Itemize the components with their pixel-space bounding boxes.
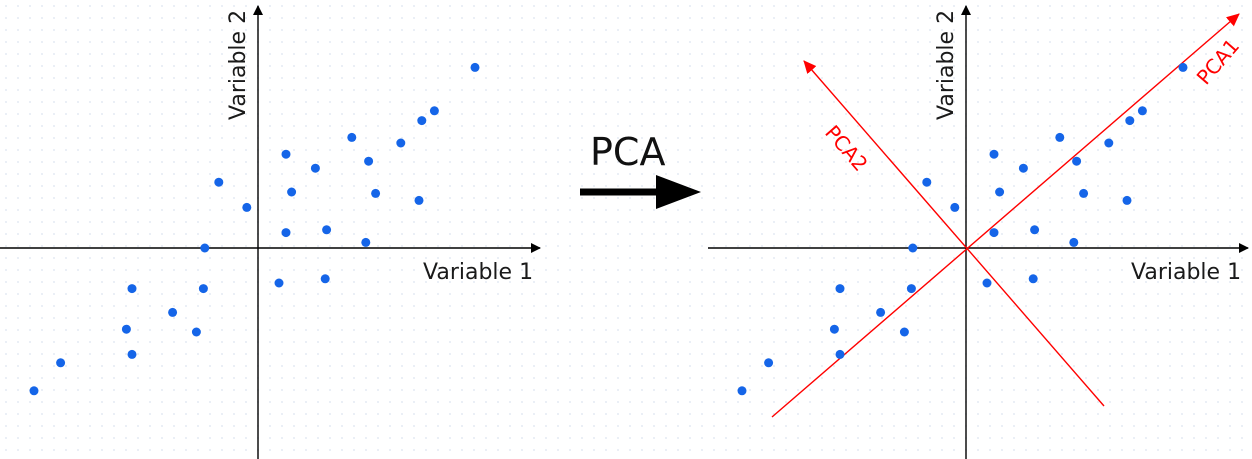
left-data-point-14 <box>281 228 291 238</box>
right-data-point-27 <box>737 386 747 396</box>
left-data-point-2 <box>417 116 427 126</box>
right-data-point-7 <box>989 149 999 159</box>
right-data-point-21 <box>906 284 916 294</box>
right-data-point-10 <box>1079 188 1089 198</box>
right-data-point-6 <box>1072 156 1082 166</box>
left-data-point-11 <box>414 195 424 205</box>
right-data-point-22 <box>876 307 886 317</box>
right-data-point-25 <box>835 349 845 359</box>
right-data-point-14 <box>989 228 999 238</box>
left-data-point-19 <box>320 274 330 284</box>
left-data-point-1 <box>470 62 480 72</box>
pca-transform: PCA <box>580 130 701 209</box>
left-x-axis-label: Variable 1 <box>423 260 533 285</box>
pca-transform-label: PCA <box>590 130 665 174</box>
left-data-point-24 <box>191 327 201 337</box>
pc2-axis-label: PCA2 <box>820 121 873 176</box>
right-y-axis-label: Variable 2 <box>934 10 959 120</box>
right-data-point-24 <box>899 327 909 337</box>
left-data-point-25 <box>127 349 137 359</box>
left-data-point-6 <box>364 156 374 166</box>
left-data-point-23 <box>121 324 131 334</box>
right-data-point-8 <box>1018 163 1028 173</box>
left-data-point-9 <box>287 187 297 197</box>
left-data-point-20 <box>127 284 137 294</box>
right-data-point-19 <box>1028 274 1038 284</box>
right-data-point-18 <box>982 278 992 288</box>
left-data-point-13 <box>242 202 252 212</box>
left-data-point-10 <box>371 188 381 198</box>
left-data-point-26 <box>56 358 66 368</box>
left-data-point-22 <box>168 307 178 317</box>
left-data-point-16 <box>361 237 371 247</box>
left-data-point-15 <box>322 225 332 235</box>
right-data-point-11 <box>1122 195 1132 205</box>
left-data-point-17 <box>200 243 210 253</box>
left-panel: Variable 1 Variable 2 <box>0 5 541 459</box>
right-data-point-9 <box>995 187 1005 197</box>
right-data-point-20 <box>835 284 845 294</box>
left-data-point-12 <box>214 177 224 187</box>
right-data-point-12 <box>922 177 932 187</box>
left-data-point-7 <box>281 149 291 159</box>
right-data-point-3 <box>1137 106 1147 116</box>
right-data-point-26 <box>764 358 774 368</box>
left-data-point-5 <box>396 138 406 148</box>
left-data-point-21 <box>198 284 208 294</box>
right-data-point-5 <box>1104 138 1114 148</box>
left-data-point-8 <box>310 163 320 173</box>
right-data-point-16 <box>1069 237 1079 247</box>
pc2-axis <box>803 60 1105 407</box>
pc1-axis-label: PCA1 <box>1192 34 1245 89</box>
right-data-point-13 <box>950 202 960 212</box>
left-y-axis-label: Variable 2 <box>226 10 251 120</box>
right-data-point-4 <box>1055 132 1065 142</box>
right-data-point-1 <box>1178 62 1188 72</box>
pc1-axis <box>771 13 1240 418</box>
right-data-point-15 <box>1030 225 1040 235</box>
right-data-points <box>737 62 1188 396</box>
right-x-axis-label: Variable 1 <box>1131 260 1241 285</box>
right-panel: Variable 1 Variable 2 PCA1 PCA2 <box>708 5 1249 459</box>
right-data-point-2 <box>1125 116 1135 126</box>
left-data-point-3 <box>429 106 439 116</box>
pca-arrow-head <box>656 175 701 209</box>
right-data-point-17 <box>908 243 918 253</box>
left-data-points <box>29 62 480 396</box>
right-data-point-23 <box>829 324 839 334</box>
left-data-point-18 <box>274 278 284 288</box>
left-data-point-27 <box>29 386 39 396</box>
left-data-point-4 <box>347 132 357 142</box>
